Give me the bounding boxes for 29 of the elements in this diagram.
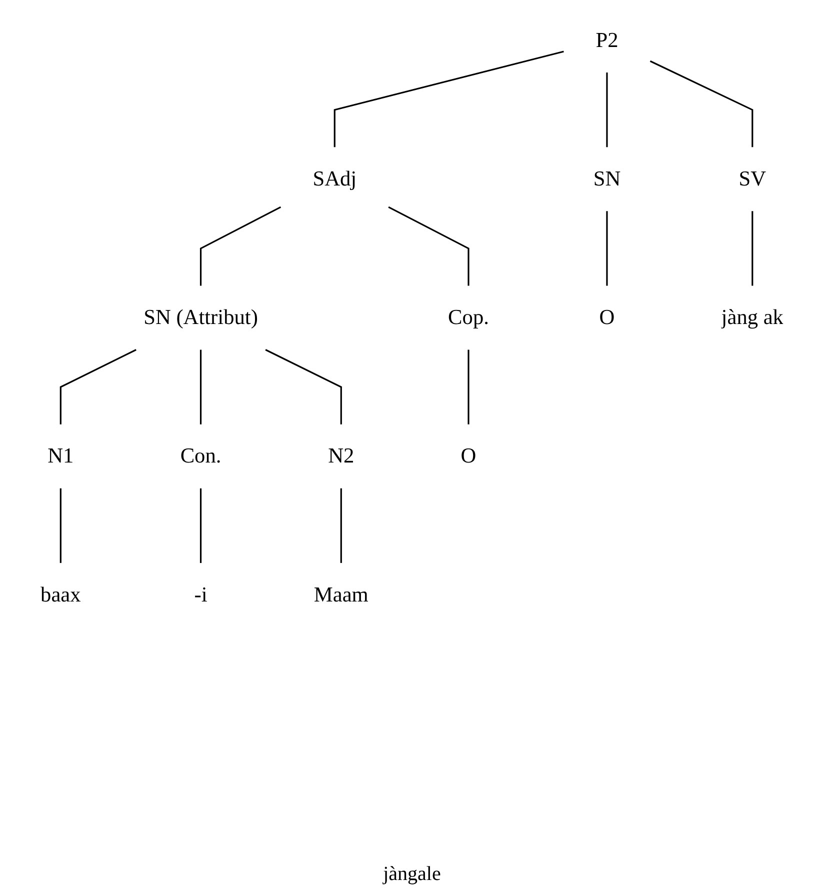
alternative-form-label: jàngale bbox=[383, 863, 441, 886]
connector bbox=[606, 211, 608, 286]
node-text: -i bbox=[194, 583, 208, 607]
node-text: N1 bbox=[48, 444, 74, 468]
node-text: Cop. bbox=[448, 306, 489, 330]
node-text: Maam bbox=[314, 583, 368, 607]
connector bbox=[60, 488, 62, 563]
node-text: SN (Attribut) bbox=[144, 306, 258, 330]
connector bbox=[265, 349, 342, 424]
connector bbox=[752, 211, 754, 286]
node-text: Con. bbox=[180, 444, 222, 468]
connector bbox=[606, 72, 608, 148]
connector bbox=[334, 50, 564, 148]
node-text: SV bbox=[738, 167, 766, 191]
node-text: N2 bbox=[328, 444, 354, 468]
node-text: SN bbox=[593, 167, 621, 191]
node-text: O bbox=[460, 444, 476, 468]
connector bbox=[388, 206, 470, 286]
node-text: P2 bbox=[596, 28, 618, 52]
connector bbox=[650, 60, 754, 148]
connector bbox=[60, 349, 136, 424]
node-text: O bbox=[599, 306, 615, 330]
connector bbox=[200, 206, 282, 286]
node-text: baax bbox=[40, 583, 81, 607]
node-text: SAdj bbox=[312, 167, 357, 191]
connector bbox=[200, 488, 202, 563]
connector bbox=[468, 350, 470, 424]
connector bbox=[340, 488, 342, 563]
connector bbox=[200, 350, 202, 424]
